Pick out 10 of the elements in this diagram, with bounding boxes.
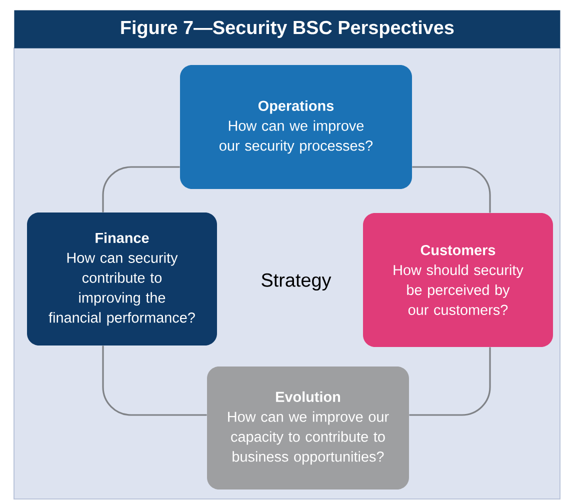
connector-line [412,166,491,213]
connector-line [409,347,491,416]
connector-line [102,346,207,416]
center-label: Strategy [262,273,332,291]
perspective-box: Operations How can we improve our security processes? [180,65,412,189]
title-bar: Figure 7—Security BSC Perspectives [14,10,560,48]
connector-line [102,166,180,212]
perspective-box: Evolution How can we improve our capacity to contribute to business opportunities? [207,366,409,490]
perspective-box: Finance How can security contribute to improving the financial performance? [27,212,217,346]
perspective-box: Customers How should security be perceived by our customers? [363,213,553,347]
